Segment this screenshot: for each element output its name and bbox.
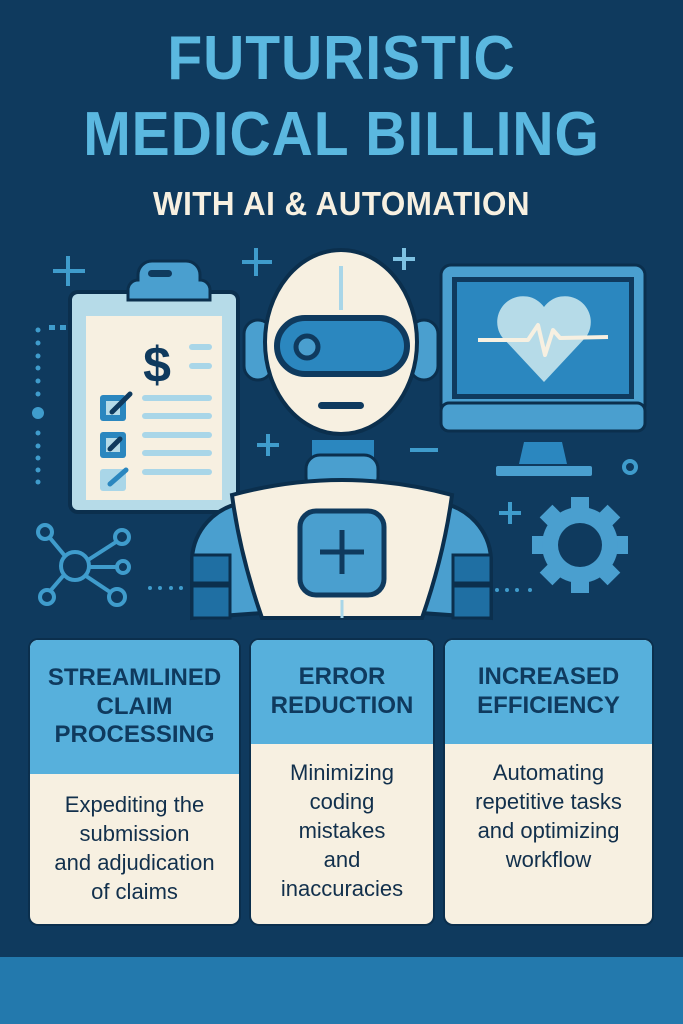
card-body-line: and bbox=[323, 847, 361, 873]
plus-sparkle-icon bbox=[53, 248, 521, 524]
card-body-line: coding bbox=[309, 789, 375, 815]
robot-icon bbox=[190, 248, 493, 621]
card-title-line: PROCESSING bbox=[54, 721, 215, 749]
dotted-line-decor bbox=[32, 325, 532, 592]
card-title-line: REDUCTION bbox=[270, 692, 414, 719]
subtitle: WITH AI & AUTOMATION bbox=[153, 185, 530, 222]
monitor-heartbeat-icon bbox=[439, 263, 647, 476]
illustration: $ bbox=[32, 248, 647, 621]
card-title-line: ERROR bbox=[298, 663, 386, 691]
card-title-line: EFFICIENCY bbox=[477, 692, 620, 719]
card-description: Expediting the submission and adjudicati… bbox=[30, 774, 239, 916]
card-body-line: repetitive tasks bbox=[475, 789, 622, 815]
card-description: Automating repetitive tasks and optimizi… bbox=[445, 744, 652, 884]
card-title: STREAMLINED CLAIM PROCESSING bbox=[30, 640, 239, 774]
card-body-line: Minimizing bbox=[290, 760, 394, 785]
card-body-line: Expediting the bbox=[64, 792, 205, 817]
card-body-line: and adjudication bbox=[54, 850, 215, 876]
svg-text:$: $ bbox=[143, 337, 171, 393]
card-title-line: STREAMLINED bbox=[47, 663, 222, 691]
card-body-line: and optimizing bbox=[477, 818, 620, 844]
card-title: INCREASED EFFICIENCY bbox=[445, 640, 652, 744]
card-title-line: INCREASED bbox=[477, 663, 620, 691]
card-body-line: inaccuracies bbox=[280, 876, 404, 902]
title-line-1: FUTURISTIC bbox=[167, 24, 516, 93]
feature-card-error-reduction: ERROR REDUCTION Minimizing coding mistak… bbox=[251, 640, 433, 924]
card-body-line: Automating bbox=[492, 760, 605, 785]
title-line-2: MEDICAL BILLING bbox=[83, 100, 600, 169]
footer-band bbox=[0, 957, 683, 1024]
clipboard-dollar-icon: $ bbox=[68, 259, 240, 514]
network-nodes-icon bbox=[36, 523, 131, 607]
card-description: Minimizing coding mistakes and inaccurac… bbox=[251, 744, 433, 913]
gear-icon bbox=[532, 497, 628, 593]
checklist-icon bbox=[100, 391, 133, 491]
card-body-line: of claims bbox=[91, 879, 178, 905]
card-title: ERROR REDUCTION bbox=[251, 640, 433, 744]
medical-cross-icon bbox=[297, 508, 387, 598]
card-body-line: mistakes bbox=[298, 818, 386, 844]
card-body-line: workflow bbox=[505, 847, 592, 873]
feature-card-streamlined-claim-processing: STREAMLINED CLAIM PROCESSING Expediting … bbox=[30, 640, 239, 924]
card-title-line: CLAIM bbox=[96, 692, 173, 720]
card-body-line: submission bbox=[79, 821, 190, 847]
feature-card-increased-efficiency: INCREASED EFFICIENCY Automating repetiti… bbox=[445, 640, 652, 924]
